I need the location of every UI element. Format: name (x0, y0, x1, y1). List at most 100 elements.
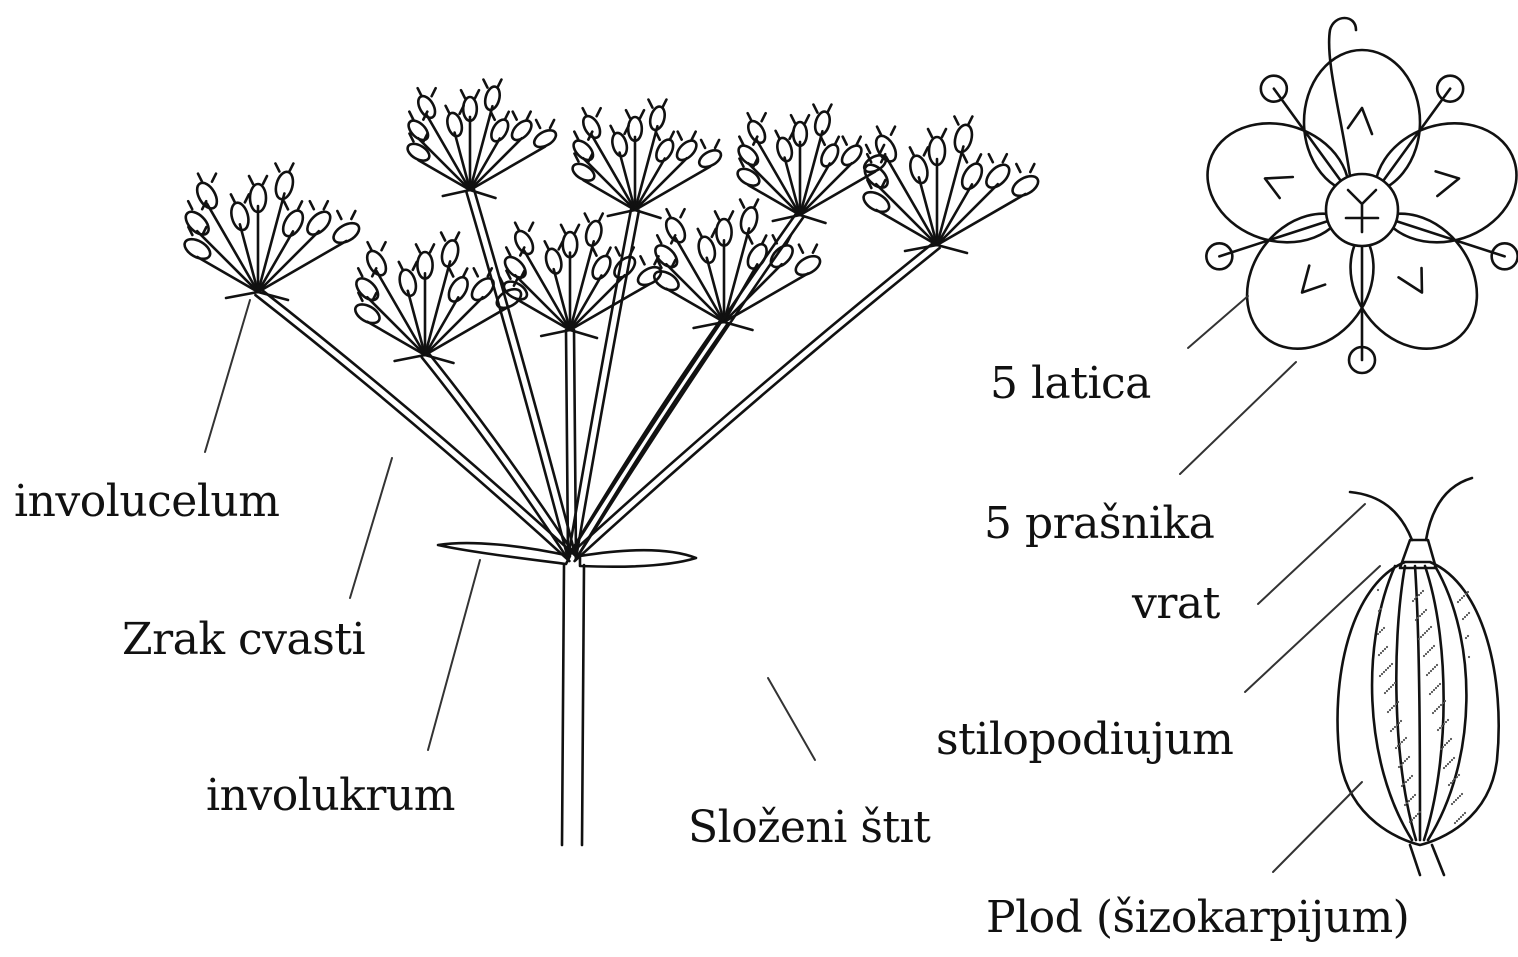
floret-style (536, 120, 554, 128)
floret-style (441, 233, 459, 241)
fruit-stipple (1377, 589, 1379, 591)
floret-bud (330, 219, 362, 247)
fruit-stipple (1384, 692, 1386, 694)
fruit-stipple (1417, 813, 1419, 815)
floret-bud (501, 253, 529, 281)
fruit-stipple (1444, 744, 1446, 746)
fruit-stipple (1390, 730, 1392, 732)
fruit-stipple (1455, 799, 1457, 801)
fruit-stipple (1467, 591, 1469, 593)
fruit-stipple (1423, 655, 1425, 657)
fruit-stipple (1430, 626, 1432, 628)
fruit-stipple (1428, 672, 1430, 674)
fruit-stipple (1408, 756, 1410, 758)
fruit-stipple (1391, 707, 1393, 709)
floret-bud (508, 117, 534, 143)
leader-line (428, 560, 480, 750)
floret-style (656, 132, 674, 140)
fruit-stipple (1421, 613, 1423, 615)
floret-style (641, 256, 659, 264)
label-vrat: vrat (1132, 582, 1220, 626)
fruit-stipple (1462, 618, 1464, 620)
petal (1304, 50, 1420, 194)
fruit-stipple (1453, 801, 1455, 803)
fruit-stipple (1383, 627, 1385, 629)
label-5-prasnika: 5 prašnika (984, 502, 1214, 546)
fruit-rib (1424, 566, 1444, 840)
fruit-stipple (1409, 777, 1411, 779)
floret-style (284, 201, 302, 209)
fruit-stipple (1438, 706, 1440, 708)
floret-bud (512, 228, 537, 257)
fruit-stipple (1468, 612, 1470, 614)
floret-bud (696, 147, 723, 171)
fruit-stipple (1401, 785, 1403, 787)
fruit-stipple (1461, 597, 1463, 599)
floret-bud (279, 207, 307, 239)
floret-style (418, 88, 436, 96)
fruit-stipple (1416, 596, 1418, 598)
fruit-stipple (1447, 763, 1449, 765)
floret-style (231, 194, 249, 202)
fruit-stipple (1446, 742, 1448, 744)
floret-style (198, 174, 216, 182)
leader-line (350, 458, 392, 598)
fruit-stipple (1397, 701, 1399, 703)
fruit-stipple (1459, 795, 1461, 797)
floret-style (310, 201, 328, 209)
fruit-stipple (1426, 674, 1428, 676)
floret-bud (982, 161, 1013, 192)
fruit-stipple (1389, 665, 1391, 667)
floret-style (593, 248, 611, 256)
floret-bud (193, 180, 221, 212)
fruit-stipple (1451, 759, 1453, 761)
label-involucelum: involucelum (14, 480, 279, 524)
petal-tip (1430, 165, 1462, 196)
fruit-stipple (1440, 748, 1442, 750)
floret-style (678, 132, 696, 140)
fruit-stipple (1440, 704, 1442, 706)
fruit-stipple (1418, 638, 1420, 640)
fruit-stipple (1378, 654, 1380, 656)
flower-drawing (1192, 18, 1518, 374)
fruit-stipple (1468, 656, 1470, 658)
floret-bud (662, 215, 688, 246)
fruit-stipple (1441, 725, 1443, 727)
floret-bud (958, 160, 986, 192)
floret-style (399, 262, 417, 270)
fruit-stipple (1428, 628, 1430, 630)
fruit-stipple (1435, 687, 1437, 689)
floret-bud (303, 208, 334, 239)
fruit-stipple (1390, 686, 1392, 688)
fruit-stipple (1400, 764, 1402, 766)
floret-bud (793, 252, 824, 278)
fruit-stipple (1464, 812, 1466, 814)
floret-style (740, 200, 758, 208)
floret-style (667, 209, 685, 217)
fruit-stipple (1426, 630, 1428, 632)
fruit-stipple (1383, 671, 1385, 673)
fruit-stipple (1379, 675, 1381, 677)
fruit-stipple (1447, 719, 1449, 721)
fruit-stipple (1450, 782, 1452, 784)
fruit-stipple (1445, 765, 1447, 767)
floret-bud (405, 140, 432, 164)
involucel-bract (541, 330, 597, 338)
floret-bud (182, 208, 213, 239)
fruit-stipple (1465, 593, 1467, 595)
fruit-stipple (1394, 682, 1396, 684)
fruit-stipple (1403, 739, 1405, 741)
floret-style (866, 145, 884, 153)
fruit-stylopodium (1400, 540, 1436, 568)
fruit-stipple (1388, 688, 1390, 690)
floret-style (799, 245, 817, 253)
floret-style (1016, 164, 1034, 172)
fruit-stipple (1378, 610, 1380, 612)
fruit-stipple (1412, 796, 1414, 798)
fruit-stipple (1451, 803, 1453, 805)
label-involukrum: involukrum (206, 774, 455, 818)
fruit-stipple (1425, 609, 1427, 611)
fruit-styles (1350, 478, 1472, 540)
fruit-stipple (1467, 635, 1469, 637)
fruit-stipple (1379, 631, 1381, 633)
